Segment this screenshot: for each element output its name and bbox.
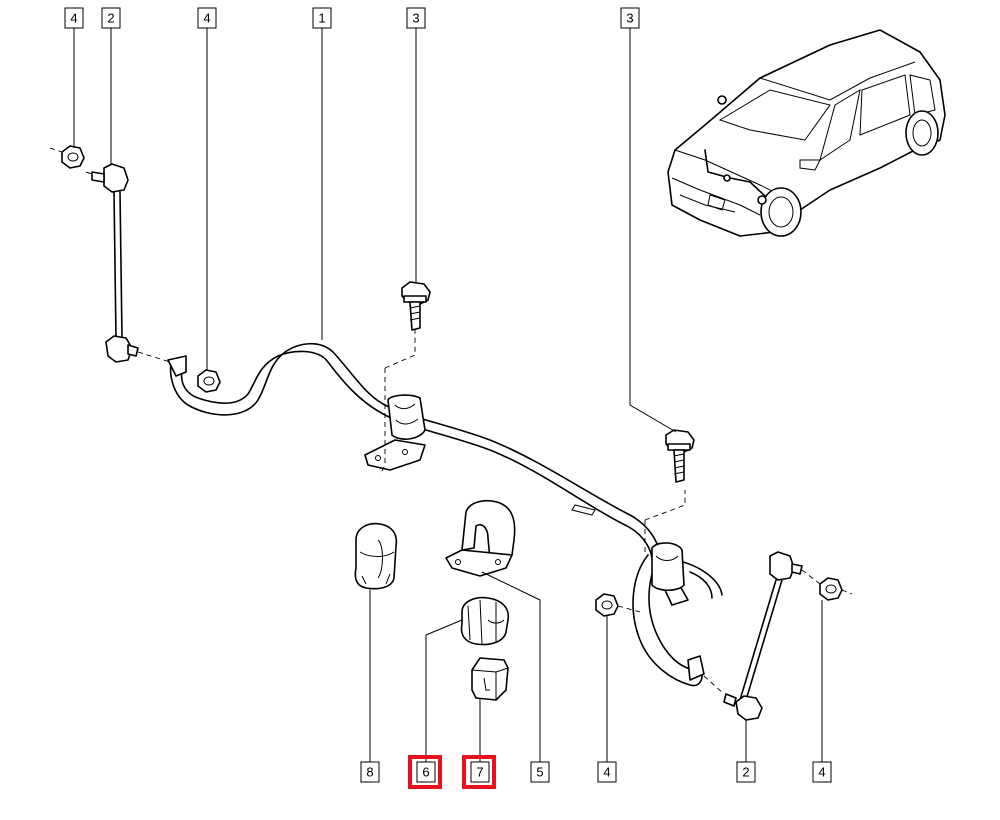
- drop-link-left: [85, 163, 171, 363]
- callout-text: 1: [318, 11, 325, 26]
- callout-8-label-6-highlighted: 6: [408, 755, 442, 789]
- callout-5-label-3: 3: [406, 7, 426, 29]
- nut-bar-left: [197, 369, 221, 393]
- callout-text: 4: [818, 765, 825, 780]
- nut-top-left: [49, 145, 85, 169]
- right-bar-bushing-clamp: [644, 490, 686, 592]
- callout-text: 4: [603, 765, 610, 780]
- callout-text: 4: [203, 11, 210, 26]
- callout-text: 7: [476, 765, 483, 780]
- callout-text: 2: [742, 765, 749, 780]
- bolt-upper: [401, 281, 431, 331]
- car-illustration: [667, 29, 946, 237]
- part-6-bushing: [460, 596, 510, 646]
- callout-text: 3: [412, 11, 419, 26]
- callout-text: 5: [536, 765, 543, 780]
- drop-link-right: [703, 551, 803, 721]
- part-8-bushing: [354, 522, 398, 590]
- callout-text: 2: [107, 11, 114, 26]
- callout-2-label-2: 2: [101, 7, 121, 29]
- callout-text: 4: [70, 11, 77, 26]
- part-5-clamp: [445, 499, 516, 577]
- callout-10-label-5: 5: [530, 761, 550, 783]
- callout-3-label-4: 4: [197, 7, 217, 29]
- callout-4-label-1: 1: [312, 7, 332, 29]
- callout-9-label-7-highlighted: 7: [462, 755, 496, 789]
- left-bar-bushing-clamp: [364, 320, 426, 476]
- callout-11-label-4: 4: [597, 761, 617, 783]
- nut-bar-right: [595, 593, 641, 617]
- bolt-right: [665, 429, 695, 483]
- callout-13-label-4: 4: [812, 761, 832, 783]
- anti-roll-bar: [167, 342, 723, 687]
- callout-6-label-3: 3: [620, 7, 640, 29]
- part-7-insert: [471, 657, 509, 701]
- callout-12-label-2: 2: [736, 761, 756, 783]
- callout-text: 6: [422, 765, 429, 780]
- nut-right-end: [801, 569, 853, 601]
- callout-7-label-8: 8: [360, 761, 380, 783]
- callout-text: 3: [626, 11, 633, 26]
- callout-text: 8: [366, 765, 373, 780]
- leader-lines: [73, 28, 823, 762]
- callout-1-label-4: 4: [64, 7, 84, 29]
